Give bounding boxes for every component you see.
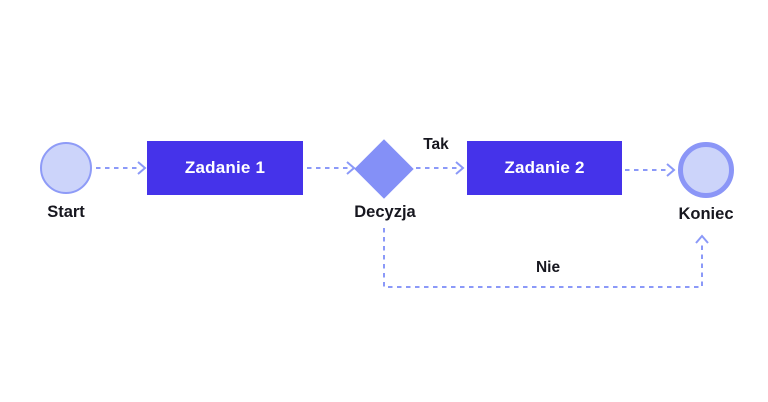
edge-task2-to-end-arrowhead <box>666 163 676 177</box>
edge-decision-to-end-loop-arrowhead <box>695 234 709 244</box>
end-node-label: Koniec <box>678 205 734 223</box>
edge-decision-to-task2-arrowhead <box>455 161 465 175</box>
decision-node-label: Decyzja <box>354 203 416 221</box>
task2-node-label: Zadanie 2 <box>504 158 585 177</box>
edge-task1-to-decision-arrowhead <box>346 161 356 175</box>
edge-start-to-task1-arrowhead <box>137 161 147 175</box>
task1-node: Zadanie 1 <box>147 141 303 195</box>
edge-label-nie: Nie <box>535 259 561 276</box>
end-node <box>678 142 734 198</box>
start-node <box>40 142 92 194</box>
task2-node: Zadanie 2 <box>467 141 622 195</box>
start-node-label: Start <box>47 203 85 221</box>
edge-label-tak: Tak <box>423 136 449 153</box>
task1-node-label: Zadanie 1 <box>184 158 266 177</box>
edge-decision-to-end-loop <box>383 228 703 288</box>
